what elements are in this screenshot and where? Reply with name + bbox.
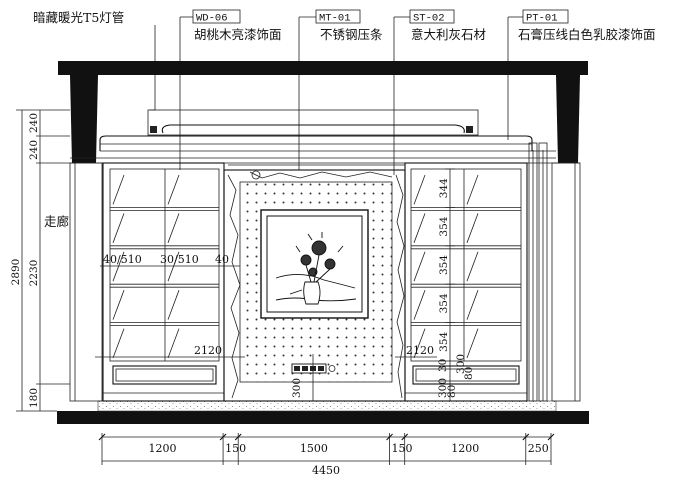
callout-group: 暗藏暖光T5灯管 WD-06 胡桃木亮漆饰面 MT-01 不锈钢压条 ST-02… (33, 9, 656, 175)
glass-reflection (112, 174, 125, 205)
dim-part-4: 180 (28, 388, 40, 408)
glass-reflection (466, 174, 479, 205)
dim-cabinet-bay: 344 (438, 178, 450, 198)
dim-segment: 1200 (149, 442, 177, 455)
dim-base-c: 30 (437, 359, 449, 372)
glass-reflection (112, 290, 125, 320)
floor-screed (97, 400, 557, 412)
dim-segment: 1500 (300, 442, 328, 455)
callout-desc-wd06: 胡桃木亮漆饰面 (194, 27, 282, 42)
corridor-label: 走廊 (44, 214, 69, 229)
dim-total: 4450 (312, 464, 340, 477)
dim-segment: 250 (528, 442, 549, 455)
callout-box-st02 (409, 9, 455, 24)
glass-reflection (413, 328, 426, 359)
left-dimension: 2890 240 240 2230 180 走廊 (10, 109, 70, 412)
dim-slash (219, 433, 227, 441)
dim-part-3: 2230 (28, 260, 40, 287)
glass-reflection (466, 328, 479, 359)
floor-slab (57, 411, 589, 424)
dim-cabinet-bay: 354 (438, 255, 450, 275)
callout-code-wd06: WD-06 (196, 13, 228, 25)
glass-reflection (413, 251, 426, 282)
dim-part-2: 240 (28, 140, 40, 160)
callout-desc-mt01: 不锈钢压条 (320, 27, 383, 42)
callout-desc-pt01: 石膏压线白色乳胶漆饰面 (518, 27, 656, 42)
right-cabinet-dimensions: 344 354 354 354 354 (438, 168, 455, 361)
dim-slash (98, 433, 106, 441)
inner-dimensions: 40/510 30/510 40 2120 2120 300 300 80 30… (95, 253, 475, 401)
hidden-light-label: 暗藏暖光T5灯管 (33, 10, 124, 25)
dim-width-left: 2120 (194, 344, 222, 357)
dim-base-d: 300 (455, 354, 467, 374)
glass-reflection (167, 290, 180, 320)
glass-reflection (112, 328, 125, 359)
glass-reflection (466, 290, 479, 320)
dim-shelf-right: 40 (215, 253, 229, 266)
callout-code-st02: ST-02 (413, 13, 445, 25)
callout-box-pt01 (522, 9, 569, 24)
dim-cabinet-bay: 354 (438, 216, 450, 236)
dim-slash (386, 433, 393, 441)
dim-segment: 150 (225, 442, 246, 455)
left-cabinet (102, 162, 225, 402)
sunflower-art (275, 232, 357, 305)
glass-reflection (466, 251, 479, 282)
left-wall-panel (69, 162, 103, 402)
dim-slash (234, 433, 242, 441)
dim-slash (547, 433, 555, 441)
stone-feature-wall (223, 169, 406, 402)
glass-reflection (112, 213, 125, 243)
right-wall-panel (551, 162, 581, 402)
dim-outer: 2890 (10, 259, 22, 286)
glass-reflection (466, 213, 479, 243)
glass-reflection (413, 213, 426, 243)
glass-reflection (413, 290, 426, 320)
left-column (70, 75, 98, 163)
right-pilasters (528, 142, 548, 402)
dim-part-1: 240 (28, 113, 40, 133)
dim-segment: 150 (392, 442, 413, 455)
dim-slash (401, 433, 409, 441)
dim-segment: 1200 (451, 442, 479, 455)
callout-code-mt01: MT-01 (319, 13, 351, 25)
dim-cabinet-bay: 354 (438, 331, 450, 351)
dim-slash (522, 433, 530, 441)
dim-shelf-left: 40/510 (103, 253, 142, 266)
dim-center-height: 300 (291, 378, 303, 398)
glass-reflection (167, 174, 180, 205)
dim-base-a: 300 (437, 378, 449, 398)
callout-box-mt01 (315, 9, 361, 24)
dim-base-b: 80 (446, 385, 458, 398)
glass-reflection (167, 251, 180, 282)
ceiling-beam (58, 61, 588, 75)
ceiling-cornice (70, 109, 580, 171)
dim-base-e: 80 (463, 367, 475, 380)
glass-reflection (167, 213, 180, 243)
callout-desc-st02: 意大利灰石材 (411, 27, 486, 42)
bottom-dimension: 1200 150 1500 150 1200 250 4450 (98, 433, 555, 477)
fixture-icon (251, 170, 261, 180)
dim-width-right: 2120 (406, 344, 434, 357)
right-column (556, 75, 580, 163)
dim-shelf-mid: 30/510 (160, 253, 199, 266)
glass-reflection (167, 328, 180, 359)
callout-code-pt01: PT-01 (526, 13, 558, 25)
glass-reflection (112, 251, 125, 282)
callout-box-wd06 (192, 9, 241, 24)
glass-reflection (413, 174, 426, 205)
dim-cabinet-bay: 354 (438, 293, 450, 313)
